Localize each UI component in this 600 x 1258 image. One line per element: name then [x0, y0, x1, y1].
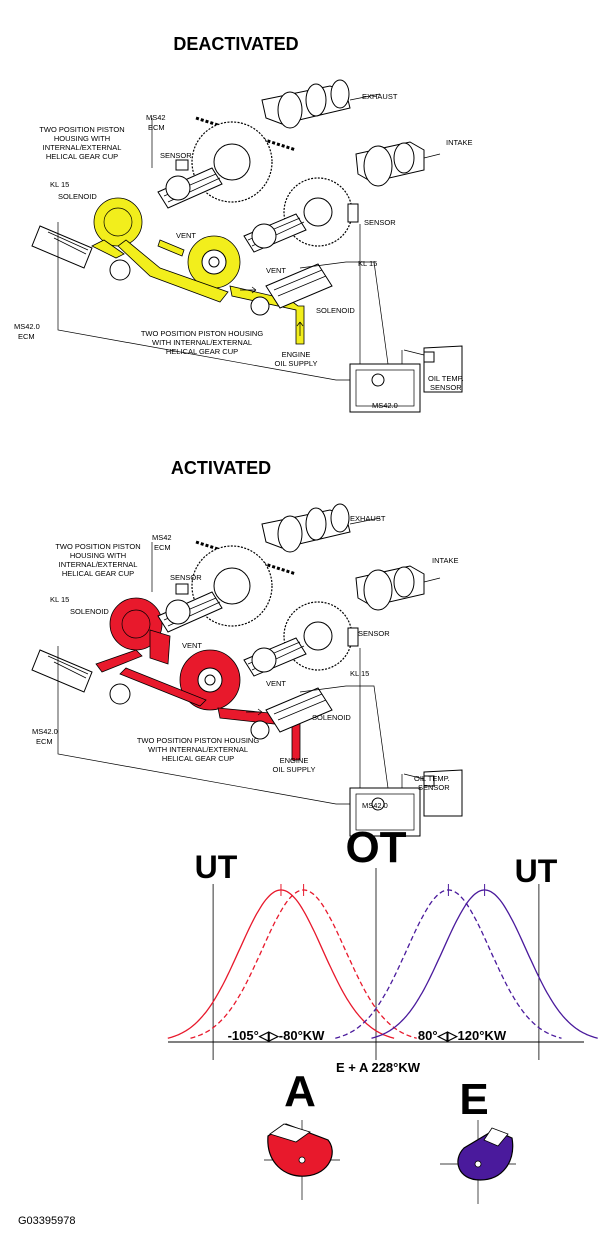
valve-timing-graph: UT OT UT -105°◁▷-80°KW 80°◁▷120°KW E + A…	[167, 823, 598, 1204]
callout-label: ECM	[154, 543, 171, 552]
callout-label: SOLENOID	[70, 607, 109, 616]
callout-label: HELICAL GEAR CUP	[166, 347, 238, 356]
callout-label: WITH INTERNAL/EXTERNAL	[148, 745, 248, 754]
callout-label: MS42.0	[32, 727, 58, 736]
callout-label: TWO POSITION PISTON HOUSING	[137, 736, 260, 745]
diagram-title: ACTIVATED	[171, 458, 271, 478]
callout-label: EXHAUST	[362, 92, 398, 101]
callout-label: VENT	[266, 679, 286, 688]
callout-label: OIL SUPPLY	[273, 765, 316, 774]
lift-curves	[167, 884, 598, 1039]
callout-label: SENSOR	[430, 383, 462, 392]
callout-label: TWO POSITION PISTON HOUSING	[141, 329, 264, 338]
callout-label: INTAKE	[432, 556, 459, 565]
callout-label: ENGINE	[282, 350, 311, 359]
flow-arrow	[240, 286, 257, 294]
callout-label: INTERNAL/EXTERNAL	[43, 143, 122, 152]
callout-label: HOUSING WITH	[54, 134, 110, 143]
overlap-label: E + A 228°KW	[336, 1060, 421, 1075]
callout-label: SOLENOID	[312, 713, 351, 722]
exhaust-range-label: -105°◁▷-80°KW	[228, 1028, 326, 1043]
callout-label: TWO POSITION PISTON	[55, 542, 140, 551]
callout-label: MS42.0	[372, 401, 398, 410]
callout-label: SENSOR	[364, 218, 396, 227]
callout-label: HOUSING WITH	[70, 551, 126, 560]
callout-label: INTERNAL/EXTERNAL	[59, 560, 138, 569]
callout-label: HELICAL GEAR CUP	[46, 152, 118, 161]
callout-label: MS42.0	[362, 801, 388, 810]
callout-label: SENSOR	[160, 151, 192, 160]
exhaust-cam-lobe-icon	[264, 1120, 340, 1200]
callout-label: OIL TEMP.	[414, 774, 450, 783]
deactivated-diagram: DEACTIVATED EXHAUST INTAKE MS42 ECM	[14, 34, 473, 414]
intake-cam-lobe-icon	[440, 1120, 516, 1204]
callout-label: HELICAL GEAR CUP	[162, 754, 234, 763]
callout-label: WITH INTERNAL/EXTERNAL	[152, 338, 252, 347]
flow-arrow	[246, 708, 263, 716]
callout-label: ECM	[36, 737, 53, 746]
oil-supply-arrow	[296, 321, 304, 336]
callout-label: KL 15	[358, 259, 377, 268]
callout-label: SOLENOID	[316, 306, 355, 315]
callout-label: ECM	[148, 123, 165, 132]
callout-label: OIL SUPPLY	[275, 359, 318, 368]
figure-code: G03395978	[18, 1215, 76, 1227]
callout-label: MS42	[146, 113, 166, 122]
activated-diagram: ACTIVATED EXHAUST INTAKE MS42 ECM SENSOR…	[30, 458, 464, 838]
callout-label: VENT	[266, 266, 286, 275]
exhaust-letter: A	[284, 1067, 316, 1116]
callout-label: VENT	[176, 231, 196, 240]
activated-labels: EXHAUST INTAKE MS42 ECM SENSOR SENSOR TW…	[32, 514, 459, 810]
callout-label: MS42.0	[14, 322, 40, 331]
ut-right-label: UT	[515, 853, 558, 889]
callout-label: SENSOR	[418, 783, 450, 792]
intake-letter: E	[459, 1075, 488, 1124]
callout-label: KL 15	[350, 669, 369, 678]
callout-label: INTAKE	[446, 138, 473, 147]
callout-label: KL 15	[50, 595, 69, 604]
callout-label: KL 15	[50, 180, 69, 189]
lift-curve-2	[190, 889, 417, 1039]
callout-label: VENT	[182, 641, 202, 650]
ut-left-label: UT	[195, 849, 238, 885]
callout-label: EXHAUST	[350, 514, 386, 523]
callout-label: SOLENOID	[58, 192, 97, 201]
deactivated-labels: EXHAUST INTAKE MS42 ECM SENSOR SENSOR TW…	[14, 92, 473, 410]
callout-label: SENSOR	[358, 629, 390, 638]
callout-label: HELICAL GEAR CUP	[62, 569, 134, 578]
lift-curve-3	[335, 889, 562, 1039]
callout-label: ECM	[18, 332, 35, 341]
ot-label: OT	[345, 823, 406, 872]
callout-label: ENGINE	[280, 756, 309, 765]
callout-label: TWO POSITION PISTON	[39, 125, 124, 134]
diagram-title: DEACTIVATED	[173, 34, 298, 54]
callout-label: OIL TEMP.	[428, 374, 464, 383]
callout-label: MS42	[152, 533, 172, 542]
lift-curve-4	[371, 889, 598, 1039]
callout-label: SENSOR	[170, 573, 202, 582]
intake-range-label: 80°◁▷120°KW	[418, 1028, 507, 1043]
